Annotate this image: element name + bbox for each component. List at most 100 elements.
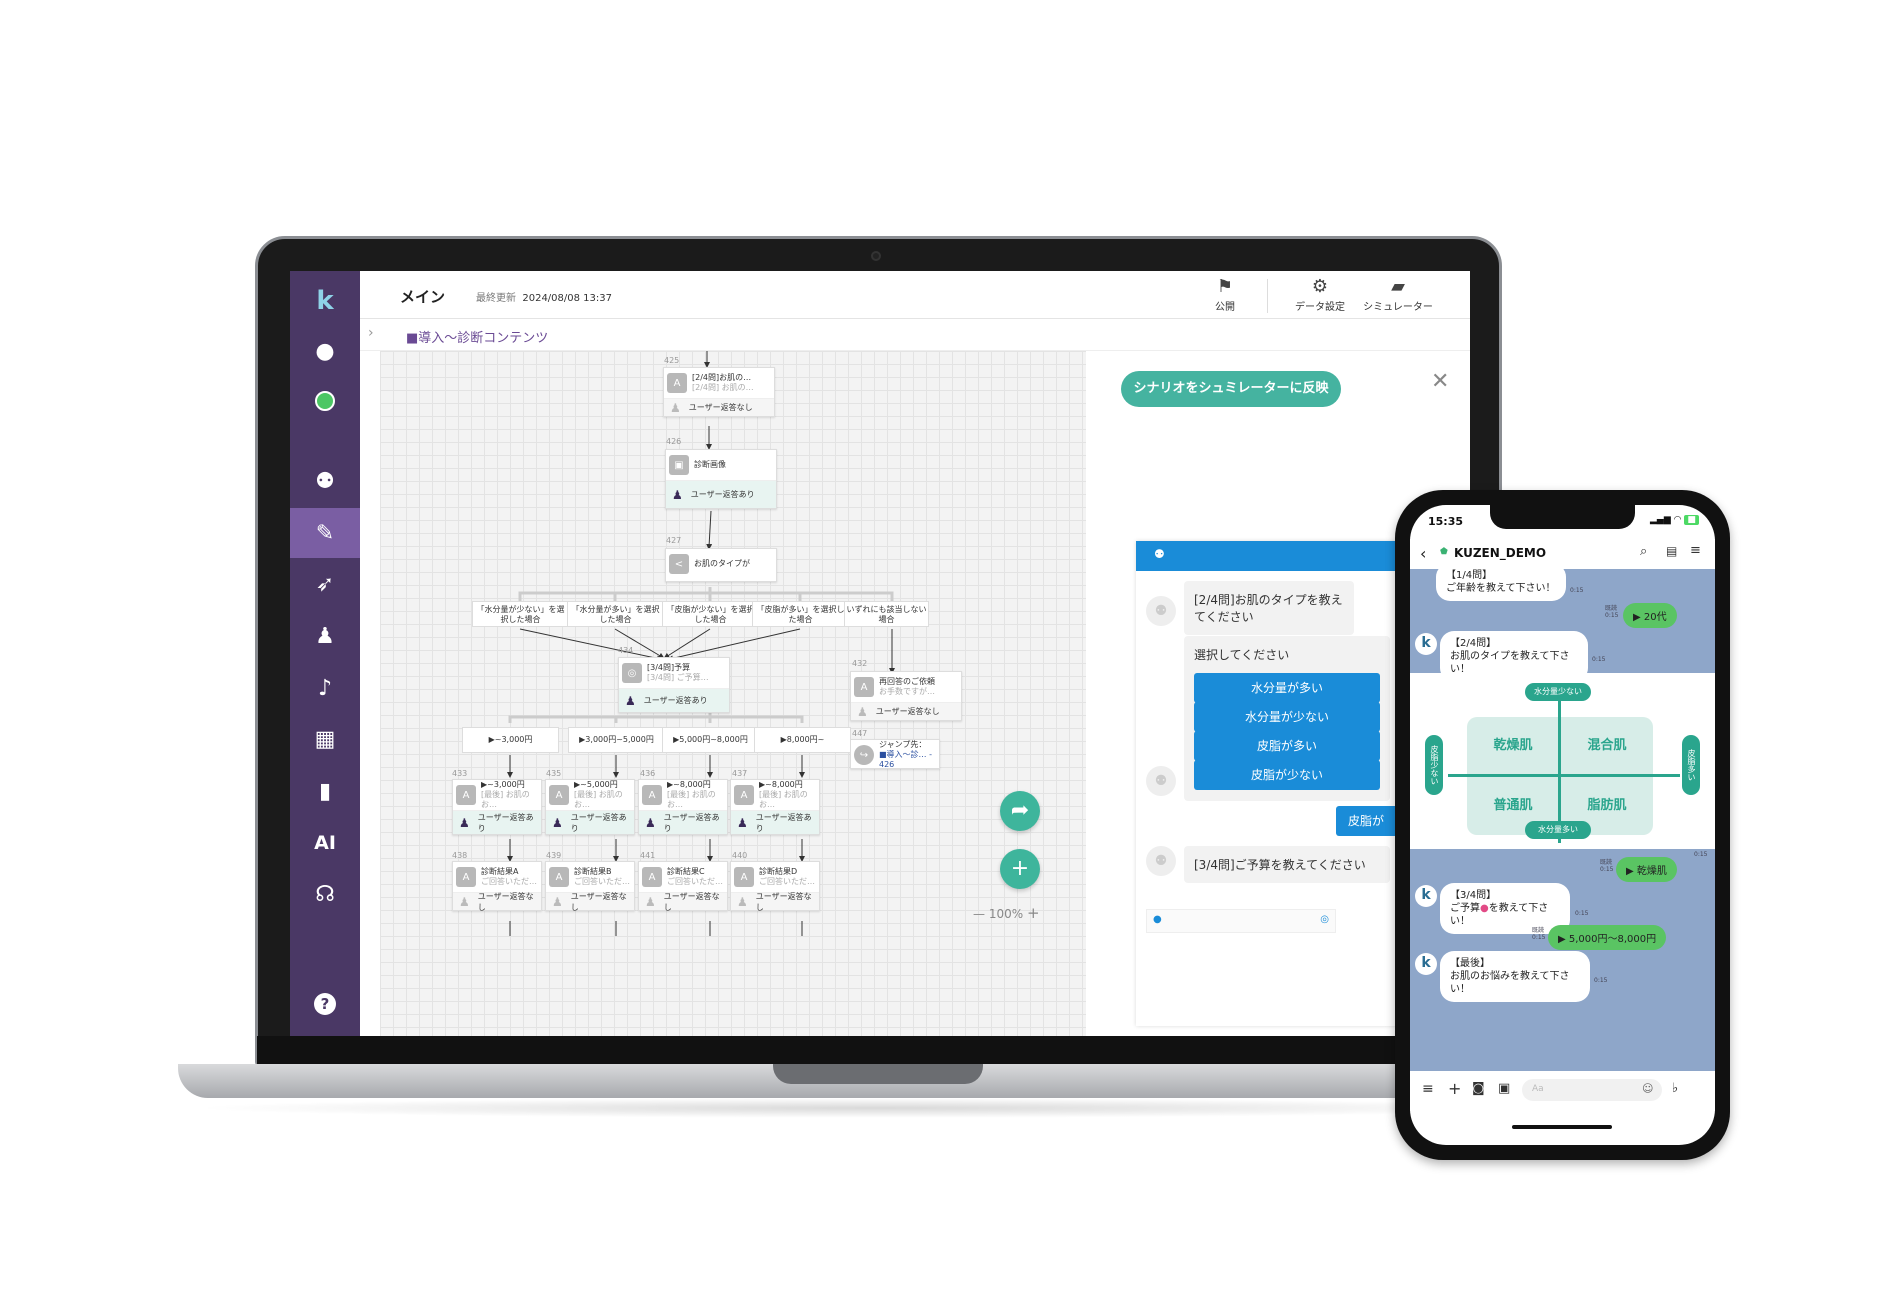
close-icon[interactable]: ✕	[1431, 369, 1450, 394]
notes-icon[interactable]: ▤	[1666, 544, 1678, 558]
node-title: 診断画像	[694, 460, 726, 469]
publish-button[interactable]: ⚑公開	[1203, 276, 1247, 313]
flow-node-435[interactable]: A▶~5,000円[最後] お肌のお… ♟ユーザー返答あり	[545, 779, 635, 835]
user-icon: ♟	[672, 487, 683, 502]
price-branch[interactable]: ▶~3,000円	[462, 727, 559, 753]
flow-node-425[interactable]: A[2/4問]お肌の…[2/4問] お肌の… ♟ユーザー返答なし	[663, 367, 775, 417]
location-icon[interactable]: ◎	[1320, 914, 1329, 925]
node-title: 診断結果B	[574, 867, 612, 876]
back-icon[interactable]: ‹	[1420, 544, 1427, 563]
node-status: ユーザー返答あり	[570, 812, 627, 833]
price-branch[interactable]: ▶5,000円~8,000円	[662, 727, 759, 753]
price-branch[interactable]: ▶8,000円~	[754, 727, 851, 753]
share-button[interactable]: ➦	[1000, 791, 1040, 831]
headset-icon[interactable]: ☊	[315, 881, 335, 907]
branch-condition[interactable]: 「皮脂が多い」を選択した場合	[752, 601, 849, 627]
node-status: ユーザー返答あり	[755, 812, 812, 833]
text-node-icon: A	[642, 867, 662, 887]
flow-node-433[interactable]: A▶~3,000円[最後] お肌のお… ♟ユーザー返答あり	[452, 779, 542, 835]
emoji-icon[interactable]: ☺	[1642, 1082, 1654, 1095]
choice-button[interactable]: 皮脂が少ない	[1194, 760, 1380, 790]
zoom-in-button[interactable]: +	[1026, 904, 1040, 922]
node-preview: [最後] お肌のお…	[759, 790, 808, 809]
text-node-icon: A	[642, 785, 662, 805]
node-preview: ご回答いただ…	[574, 877, 630, 886]
node-status: ユーザー返答なし	[688, 403, 753, 412]
data-settings-button[interactable]: ⚙データ設定	[1287, 276, 1353, 313]
text-node-icon: A	[456, 867, 476, 887]
menu-icon[interactable]: ≡	[1690, 543, 1701, 558]
flow-node-427[interactable]: <お肌のタイプが	[665, 548, 777, 582]
node-preview: [最後] お肌のお…	[481, 790, 530, 809]
bell-icon[interactable]: ♪	[317, 675, 333, 701]
flow-connectors	[507, 351, 895, 936]
user-icon[interactable]: ●	[315, 338, 335, 364]
flow-node-426[interactable]: ▣診断画像 ♟ユーザー返答あり	[665, 449, 777, 509]
flow-node-447[interactable]: ↪ジャンプ先：■導入〜診… - 426	[850, 739, 940, 769]
menu-icon[interactable]: ≡	[1422, 1081, 1434, 1097]
bot-avatar: ⚉	[1146, 766, 1176, 796]
text-node-icon: A	[734, 867, 754, 887]
camera-icon[interactable]: ◙	[1472, 1081, 1485, 1096]
branch-condition[interactable]: 「水分量が少ない」を選択した場合	[472, 601, 569, 627]
flow-canvas[interactable]: 425 A[2/4問]お肌の…[2/4問] お肌の… ♟ユーザー返答なし 426…	[380, 351, 1086, 1036]
jump-id: - 426	[879, 750, 932, 769]
breadcrumb-scenario[interactable]: ■導入〜診断コンテンツ	[406, 331, 549, 346]
node-preview: ご回答いただ…	[481, 877, 537, 886]
person-icon[interactable]: ♟	[315, 623, 335, 649]
search-icon[interactable]: ⌕	[1640, 544, 1648, 559]
node-preview: [最後] お肌のお…	[574, 790, 623, 809]
flow-node-434[interactable]: ◎[3/4問]予算[3/4問] ご予算… ♟ユーザー返答あり	[618, 657, 730, 713]
book-icon[interactable]: ▮	[318, 778, 332, 804]
price-branch[interactable]: ▶3,000円~5,000円	[568, 727, 665, 753]
node-preview: [2/4問] お肌の…	[692, 383, 754, 392]
logo[interactable]: k	[316, 286, 334, 316]
node-id: 432	[852, 659, 868, 668]
ai-icon[interactable]: AI	[314, 832, 336, 854]
choice-button[interactable]: 皮脂が多い	[1194, 731, 1380, 761]
simulator-button[interactable]: ▰シミュレーター	[1358, 276, 1438, 313]
rocket-icon[interactable]: ➶	[315, 571, 335, 597]
mic-icon[interactable]: ♭	[1672, 1081, 1679, 1096]
add-node-button[interactable]: +	[1000, 849, 1040, 889]
zoom-control[interactable]: — 100% +	[973, 904, 1040, 922]
axis-label-bottom: 水分量多い	[1525, 821, 1591, 839]
text-node-icon: A	[549, 785, 569, 805]
reflect-scenario-button[interactable]: シナリオをシュミレーターに反映	[1121, 371, 1341, 407]
tools-icon[interactable]: ✎	[290, 508, 360, 558]
node-preview: [最後] お肌のお…	[667, 790, 716, 809]
webcam	[871, 251, 881, 261]
bot-message: [2/4問]お肌のタイプを教えてください	[1184, 581, 1354, 635]
branch-condition[interactable]: 「皮脂が少ない」を選択した場合	[662, 601, 759, 627]
laptop-shadow	[190, 1098, 1560, 1118]
node-title: ▶~8,000円	[759, 780, 803, 789]
choice-button[interactable]: 水分量が多い	[1194, 673, 1380, 703]
image-icon[interactable]: ▣	[1498, 1081, 1511, 1096]
bot-avatar: k	[1415, 633, 1437, 655]
chart-icon[interactable]: ▦	[314, 726, 336, 752]
flow-node-436[interactable]: A▶~8,000円[最後] お肌のお… ♟ユーザー返答あり	[638, 779, 728, 835]
robot-icon[interactable]: ⚉	[315, 468, 335, 494]
plus-icon[interactable]: +	[1448, 1079, 1462, 1098]
chevron-right-icon[interactable]: ›	[368, 325, 374, 341]
branch-condition[interactable]: いずれにも該当しない場合	[844, 601, 929, 627]
simulator-input[interactable]: ●◎	[1146, 909, 1336, 933]
choice-prompt: 選択してください	[1194, 648, 1290, 662]
zoom-out-button[interactable]: —	[973, 907, 985, 921]
line-icon[interactable]	[290, 376, 360, 426]
plus-icon[interactable]: ●	[1153, 914, 1162, 925]
axis-label-top: 水分量少ない	[1525, 683, 1591, 701]
flow-node-437[interactable]: A▶~8,000円[最後] お肌のお… ♟ユーザー返答あり	[730, 779, 820, 835]
text-node-icon: A	[667, 373, 687, 393]
skin-type-diagram: 乾燥肌 混合肌 普通肌 脂肪肌 水分量少ない 水分量多い 皮脂少ない 皮脂多い	[1410, 673, 1715, 849]
branch-condition[interactable]: 「水分量が多い」を選択した場合	[567, 601, 664, 627]
help-icon[interactable]: ?	[290, 979, 360, 1029]
message-input[interactable]: Aa	[1522, 1079, 1662, 1101]
choice-button[interactable]: 水分量が少ない	[1194, 702, 1380, 732]
